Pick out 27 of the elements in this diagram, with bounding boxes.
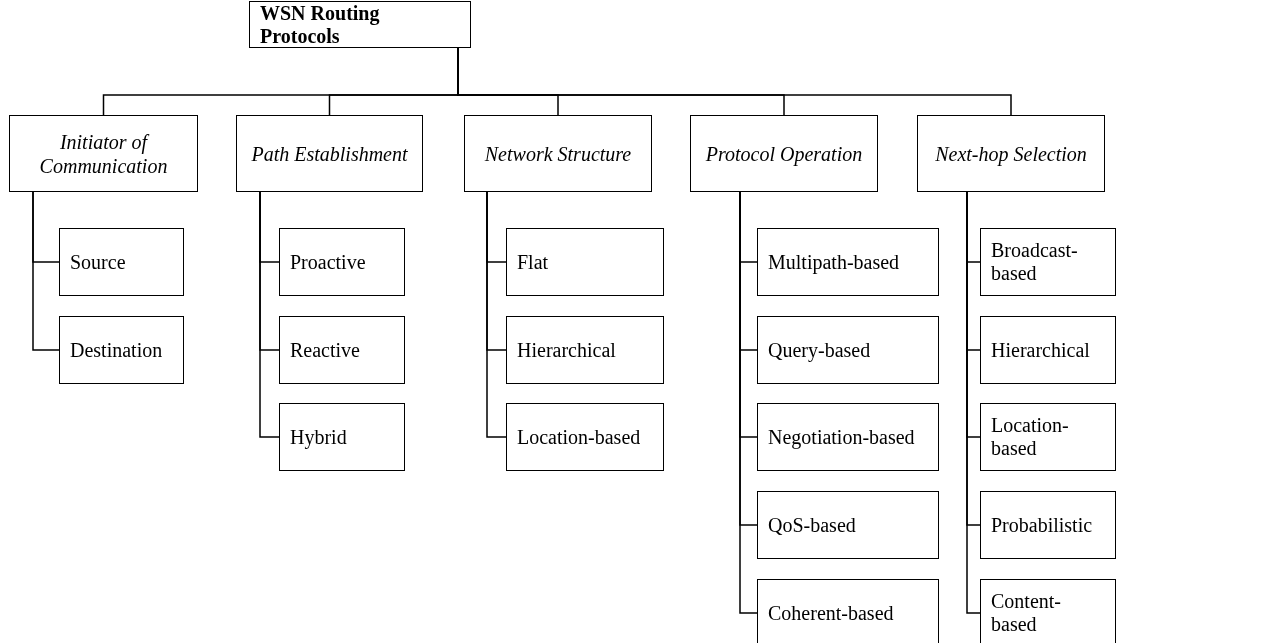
leaf-box: Query-based bbox=[757, 316, 939, 384]
connector-line bbox=[32, 191, 60, 351]
leaf-box: QoS-based bbox=[757, 491, 939, 559]
category-box: Network Structure bbox=[464, 115, 652, 192]
root-box: WSN Routing Protocols bbox=[249, 1, 471, 48]
leaf-box: Coherent-based bbox=[757, 579, 939, 643]
leaf-box: Proactive bbox=[279, 228, 405, 296]
leaf-box: Location-based bbox=[980, 403, 1116, 471]
leaf-box: Negotiation-based bbox=[757, 403, 939, 471]
leaf-box: Hybrid bbox=[279, 403, 405, 471]
leaf-box: Content-based bbox=[980, 579, 1116, 643]
category-box: Next-hop Selection bbox=[917, 115, 1105, 192]
leaf-box: Broadcast-based bbox=[980, 228, 1116, 296]
leaf-box: Destination bbox=[59, 316, 184, 384]
leaf-box: Source bbox=[59, 228, 184, 296]
leaf-box: Flat bbox=[506, 228, 664, 296]
leaf-box: Hierarchical bbox=[980, 316, 1116, 384]
connector-line bbox=[486, 191, 507, 438]
leaf-box: Reactive bbox=[279, 316, 405, 384]
category-box: Initiator of Communication bbox=[9, 115, 198, 192]
category-box: Path Establishment bbox=[236, 115, 423, 192]
leaf-box: Location-based bbox=[506, 403, 664, 471]
leaf-box: Hierarchical bbox=[506, 316, 664, 384]
leaf-box: Probabilistic bbox=[980, 491, 1116, 559]
category-box: Protocol Operation bbox=[690, 115, 878, 192]
leaf-box: Multipath-based bbox=[757, 228, 939, 296]
connector-line bbox=[259, 191, 280, 438]
